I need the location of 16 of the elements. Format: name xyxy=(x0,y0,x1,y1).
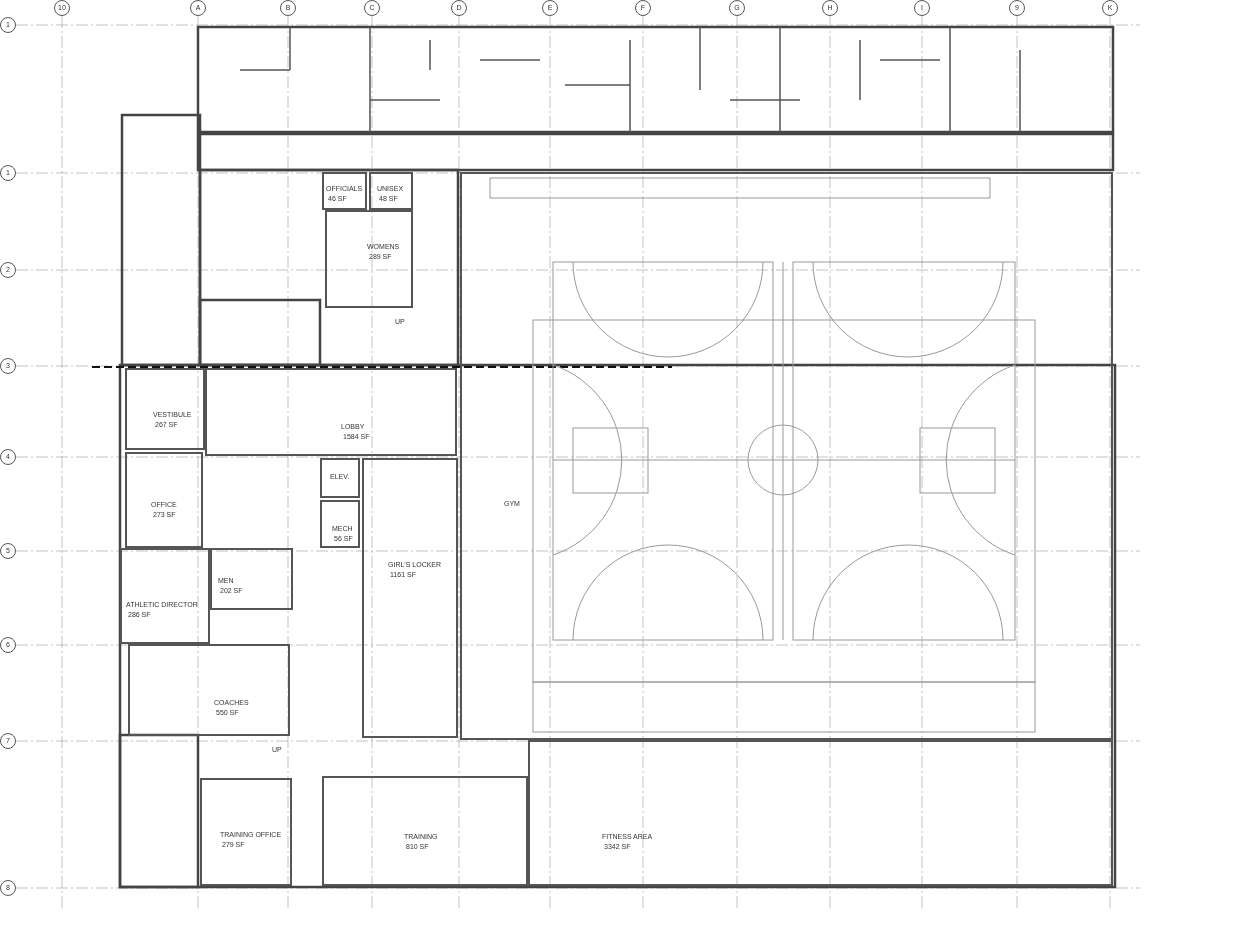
room-outline xyxy=(120,548,210,644)
room-outline xyxy=(125,368,205,450)
room-outline xyxy=(322,776,528,886)
room-outline xyxy=(128,644,290,736)
room-outline xyxy=(322,172,367,210)
room-outline xyxy=(205,368,457,456)
room-outline xyxy=(320,458,360,498)
room-outline xyxy=(210,548,293,610)
room-outline xyxy=(325,210,413,308)
room-outline xyxy=(125,452,203,548)
room-outline xyxy=(369,172,413,210)
room-outline xyxy=(460,172,1113,740)
room-outline xyxy=(362,458,458,738)
room-outline xyxy=(320,500,360,548)
room-outline xyxy=(200,778,292,886)
room-outline xyxy=(528,740,1113,886)
